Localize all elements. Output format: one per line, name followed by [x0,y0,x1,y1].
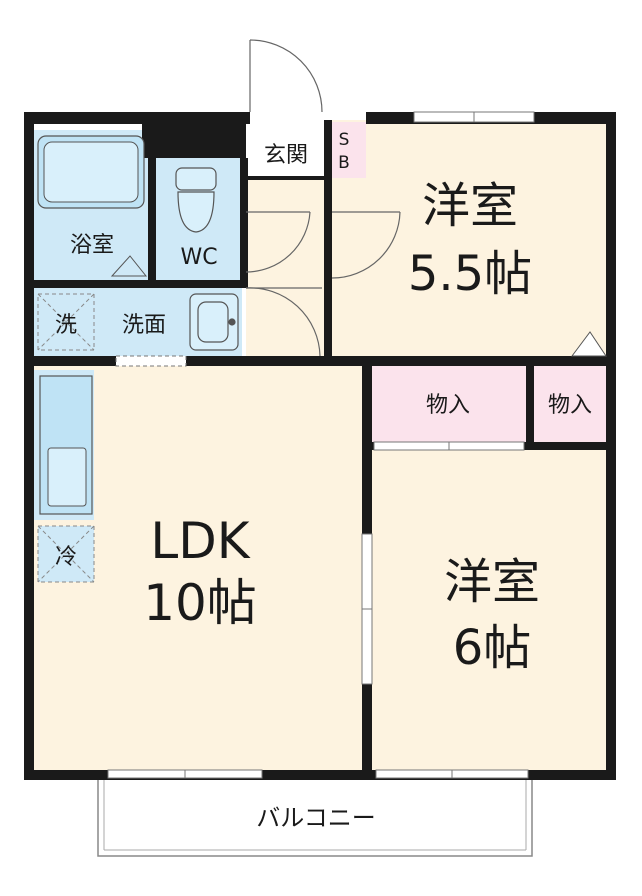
wash-basin-icon [189,293,239,351]
western-room-1-name: 洋室 [422,178,518,234]
walls [24,112,616,780]
washer-label: 洗 [55,313,77,338]
washroom-label: 洗面 [122,313,166,338]
balcony-label: バルコニー [256,804,376,832]
entrance-label: 玄関 [264,143,308,168]
balcony-outline [97,775,533,857]
ldk-size: 10帖 [143,574,257,632]
entrance-floor [246,120,326,178]
ldk-name: LDK [150,512,250,570]
fridge-outline [37,525,95,583]
bath-step-icon [110,255,148,277]
shoe-box-area [326,122,366,178]
kitchen-sink-icon [39,375,93,515]
doors [245,39,401,357]
bathtub [37,135,145,209]
western-room-1-size: 5.5帖 [408,246,532,302]
western-room-2-name: 洋室 [444,554,540,610]
western-room-2-floor [372,446,610,774]
toilet-label: WC [180,245,217,270]
fridge-label: 冷 [55,545,77,570]
storage-1-label: 物入 [426,393,470,418]
toilet-fixture-icon [175,167,217,233]
western-room-1-floor [330,120,610,358]
shoe-box-label-b: B [338,153,350,173]
storage-1-floor [372,362,526,444]
shoe-box-label-s: S [339,130,350,150]
storage-2-label: 物入 [548,393,592,418]
windows [107,111,535,779]
western-room-2-size: 6帖 [453,620,532,676]
storage-2-floor [532,362,610,444]
storage-step-icon [571,331,607,357]
washer-space [37,293,95,351]
bath-label: 浴室 [70,233,114,258]
